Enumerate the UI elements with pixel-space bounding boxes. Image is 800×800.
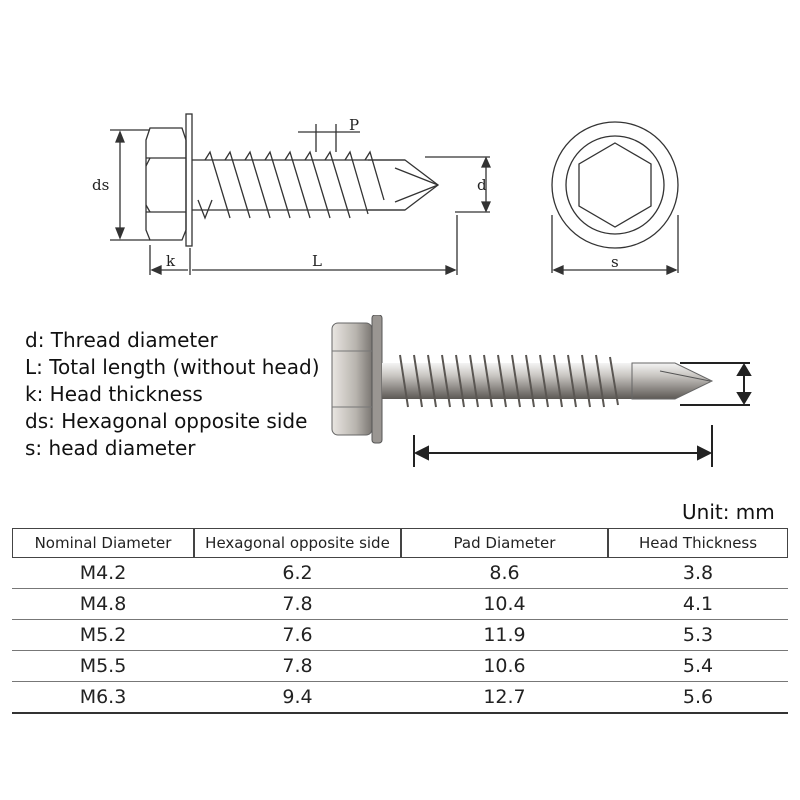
table-cell: 12.7 xyxy=(401,682,608,714)
table-row: M5.2 7.6 11.9 5.3 xyxy=(12,620,788,651)
dim-label-k: k xyxy=(166,252,176,270)
dim-label-ds: ds xyxy=(92,176,109,194)
dim-label-d: d xyxy=(477,176,487,194)
hex-head-outline xyxy=(145,127,187,241)
table-cell: 4.1 xyxy=(608,589,788,620)
table-cell: M5.2 xyxy=(12,620,194,651)
table-cell: 11.9 xyxy=(401,620,608,651)
dim-label-s: s xyxy=(611,253,619,271)
table-cell: 7.8 xyxy=(194,589,401,620)
table-cell: M4.8 xyxy=(12,589,194,620)
table-cell: M6.3 xyxy=(12,682,194,714)
screw-photo xyxy=(331,315,752,467)
legend-item: s: head diameter xyxy=(25,436,196,460)
column-header: Pad Diameter xyxy=(401,528,608,558)
dimension-legend: d: Thread diameter L: Total length (with… xyxy=(25,327,320,462)
column-header: Nominal Diameter xyxy=(12,528,194,558)
table-row: M4.8 7.8 10.4 4.1 xyxy=(12,589,788,620)
table-cell: M5.5 xyxy=(12,651,194,682)
spec-table: Nominal Diameter Hexagonal opposite side… xyxy=(12,528,788,714)
legend-item: ds: Hexagonal opposite side xyxy=(25,409,308,433)
legend-item: d: Thread diameter xyxy=(25,328,218,352)
table-cell: 7.8 xyxy=(194,651,401,682)
washer-outline xyxy=(185,113,193,247)
table-cell: 3.8 xyxy=(608,558,788,589)
thread-outline xyxy=(204,150,385,219)
column-header: Head Thickness xyxy=(608,528,788,558)
head-circle xyxy=(565,135,665,235)
table-cell: M4.2 xyxy=(12,558,194,589)
table-cell: 5.6 xyxy=(608,682,788,714)
table-header-row: Nominal Diameter Hexagonal opposite side… xyxy=(12,528,788,558)
table-cell: 10.6 xyxy=(401,651,608,682)
table-cell: 6.2 xyxy=(194,558,401,589)
table-cell: 7.6 xyxy=(194,620,401,651)
dim-label-L: L xyxy=(312,252,322,270)
legend-item: k: Head thickness xyxy=(25,382,203,406)
table-row: M6.3 9.4 12.7 5.6 xyxy=(12,682,788,714)
hex-outline xyxy=(578,142,652,228)
drill-tip-outline xyxy=(368,159,440,211)
dim-label-P: P xyxy=(349,116,359,134)
screw-side-drawing: ds d k L P xyxy=(92,113,492,276)
table-row: M5.5 7.8 10.6 5.4 xyxy=(12,651,788,682)
table-cell: 5.4 xyxy=(608,651,788,682)
washer-circle xyxy=(551,121,679,249)
table-cell: 10.4 xyxy=(401,589,608,620)
legend-item: L: Total length (without head) xyxy=(25,355,320,379)
screw-top-drawing: s xyxy=(551,121,679,276)
table-cell: 9.4 xyxy=(194,682,401,714)
column-header: Hexagonal opposite side xyxy=(194,528,401,558)
unit-label: Unit: mm xyxy=(682,500,775,524)
table-row: M4.2 6.2 8.6 3.8 xyxy=(12,558,788,589)
table-cell: 5.3 xyxy=(608,620,788,651)
table-cell: 8.6 xyxy=(401,558,608,589)
